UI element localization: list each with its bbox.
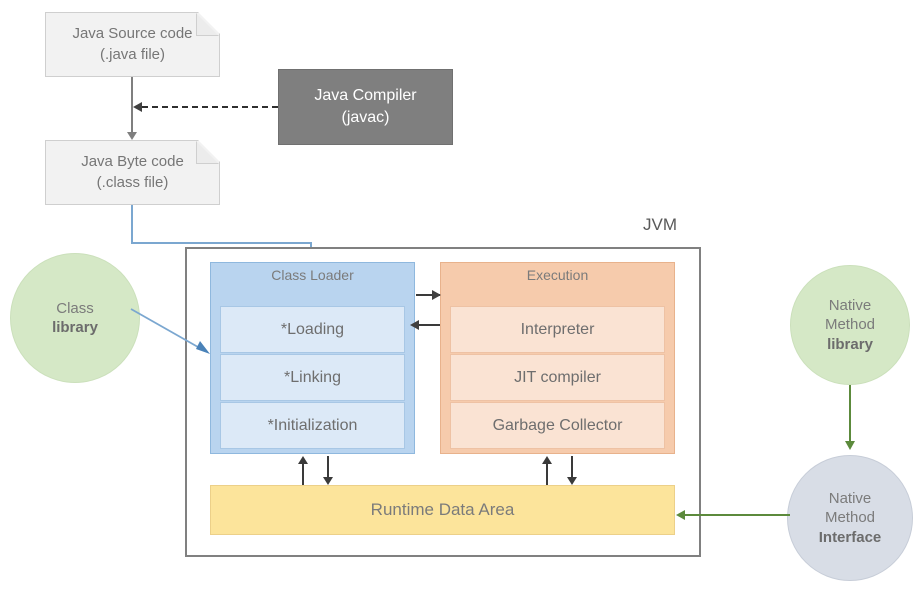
document-fold-corner [196, 141, 219, 164]
execution-to-classloader-line [416, 324, 440, 326]
java-compiler-line2: (javac) [341, 109, 390, 126]
classloader-to-runtime-line [327, 456, 329, 479]
native-method-library-line3: library [827, 335, 873, 353]
java-source-code-box: Java Source code (.java file) [45, 12, 220, 77]
native-method-library-circle: Native Method library [790, 265, 910, 385]
bytecode-elbow-segment-right [131, 242, 311, 244]
execution-to-runtime-line [571, 456, 573, 479]
native-method-interface-circle: Native Method Interface [787, 455, 913, 581]
java-source-code-line1: Java Source code [72, 25, 193, 43]
compiler-arrowhead [133, 102, 142, 112]
native-method-library-line2: Method [824, 316, 876, 334]
native-method-library-label: Native Method library [825, 296, 875, 355]
native-method-library-line1: Native [828, 296, 872, 314]
class-library-line1: Class [56, 299, 94, 317]
execution-group: Execution Interpreter JIT compiler Garba… [440, 262, 675, 454]
runtime-data-area-box: Runtime Data Area [210, 485, 675, 535]
jvm-label: JVM [643, 215, 677, 234]
runtime-to-execution-line [546, 462, 548, 485]
execution-item-interpreter: Interpreter [450, 306, 665, 353]
java-byte-code-line2: (.class file) [96, 173, 169, 191]
class-library-circle: Class library [10, 253, 140, 383]
classloader-to-execution-arrowhead [432, 290, 441, 300]
bytecode-elbow-segment-down [131, 205, 133, 243]
java-byte-code-line1: Java Byte code [81, 153, 184, 171]
source-to-bytecode-line [131, 77, 133, 135]
compiler-dashed-connector [142, 106, 278, 108]
native-method-interface-label: Native Method Interface [819, 489, 882, 548]
execution-title: Execution [526, 267, 589, 283]
java-compiler-line1: Java Compiler [314, 87, 417, 105]
java-byte-code-box: Java Byte code (.class file) [45, 140, 220, 205]
nm-library-to-interface-arrowhead [845, 441, 855, 450]
class-library-line2: library [52, 319, 98, 336]
classloader-to-runtime-arrowhead [323, 477, 333, 485]
java-byte-code-label: Java Byte code (.class file) [73, 152, 192, 193]
java-source-code-line2: (.java file) [99, 45, 165, 63]
runtime-to-classloader-line [302, 462, 304, 485]
native-method-interface-line3: Interface [818, 528, 882, 546]
native-method-interface-line2: Method [824, 509, 876, 527]
source-to-bytecode-arrowhead [127, 132, 137, 140]
runtime-to-execution-arrowhead [542, 456, 552, 464]
execution-to-classloader-arrowhead [410, 320, 419, 330]
execution-item-jit-compiler: JIT compiler [450, 354, 665, 401]
runtime-to-classloader-arrowhead [298, 456, 308, 464]
classloader-to-execution-line [416, 294, 440, 296]
native-method-interface-line1: Native [828, 489, 872, 507]
class-loader-item-loading: *Loading [220, 306, 405, 353]
class-loader-item-initialization: *Initialization [220, 402, 405, 449]
java-source-code-label: Java Source code (.java file) [64, 24, 200, 65]
execution-to-runtime-arrowhead [567, 477, 577, 485]
execution-item-garbage-collector: Garbage Collector [450, 402, 665, 449]
class-loader-title: Class Loader [271, 267, 354, 283]
nm-interface-to-runtime-line [685, 514, 790, 516]
java-compiler-label: Java Compiler (javac) [314, 85, 416, 128]
nm-library-to-interface-line [849, 385, 851, 445]
class-loader-item-linking: *Linking [220, 354, 405, 401]
java-compiler-box: Java Compiler (javac) [278, 69, 453, 145]
nm-interface-to-runtime-arrowhead [676, 510, 685, 520]
class-library-label: Class library [52, 299, 98, 338]
class-loader-group: Class Loader *Loading *Linking *Initiali… [210, 262, 415, 454]
